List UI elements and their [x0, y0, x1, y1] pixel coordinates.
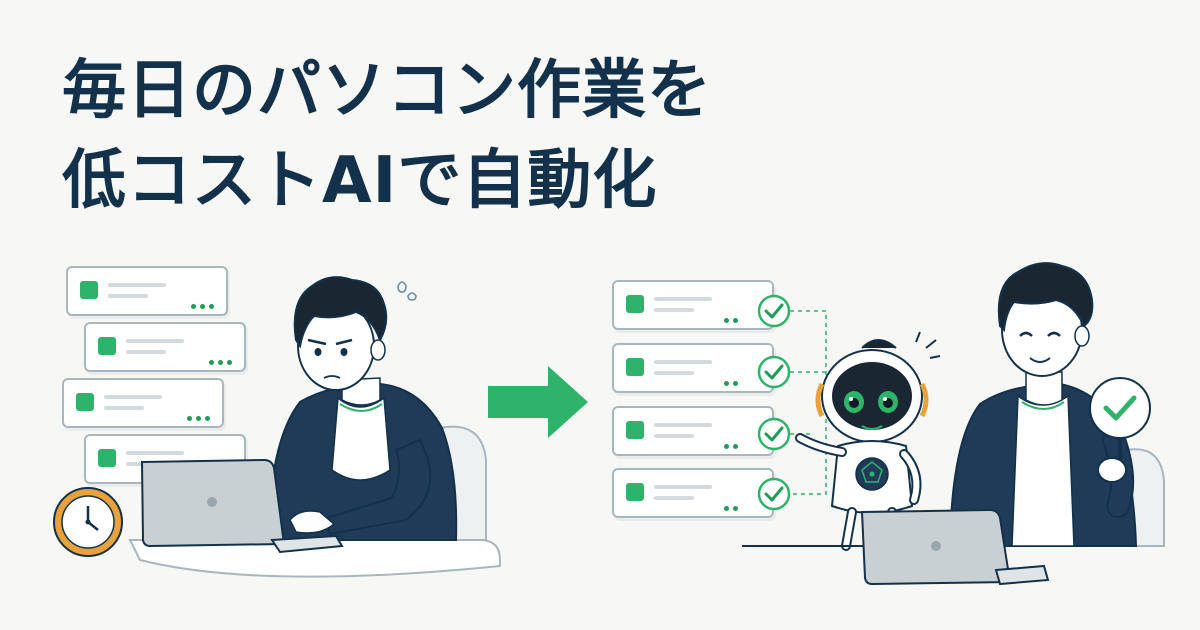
checkmark-icon: [757, 294, 791, 328]
clock-icon: [53, 487, 123, 557]
checkmark-icon: [757, 355, 791, 389]
sweat-drop-icon: [397, 281, 417, 301]
left-desk: [128, 539, 501, 578]
checkmark-icon: [757, 477, 791, 511]
before-task-card: [62, 378, 224, 428]
after-task-card: [612, 406, 774, 456]
after-task-card: [612, 280, 774, 330]
before-task-card: [84, 322, 246, 372]
before-task-card: [66, 266, 228, 316]
checkmark-icons: [757, 294, 791, 511]
headline: 毎日のパソコン作業を 低コストAIで自動化: [62, 46, 712, 226]
happy-man: [948, 262, 1138, 547]
right-arrow-icon: [488, 366, 588, 438]
headline-line-2: 低コストAIで自動化: [62, 144, 658, 218]
after-task-card: [612, 468, 774, 518]
robot: [795, 331, 941, 551]
headline-line-1: 毎日のパソコン作業を: [62, 54, 712, 128]
right-laptop: [860, 508, 1050, 586]
tired-man: [266, 276, 458, 541]
checkmark-sign-icon: [1089, 377, 1151, 439]
left-laptop: [140, 458, 344, 554]
checkmark-icon: [757, 417, 791, 451]
after-task-card: [612, 343, 774, 393]
